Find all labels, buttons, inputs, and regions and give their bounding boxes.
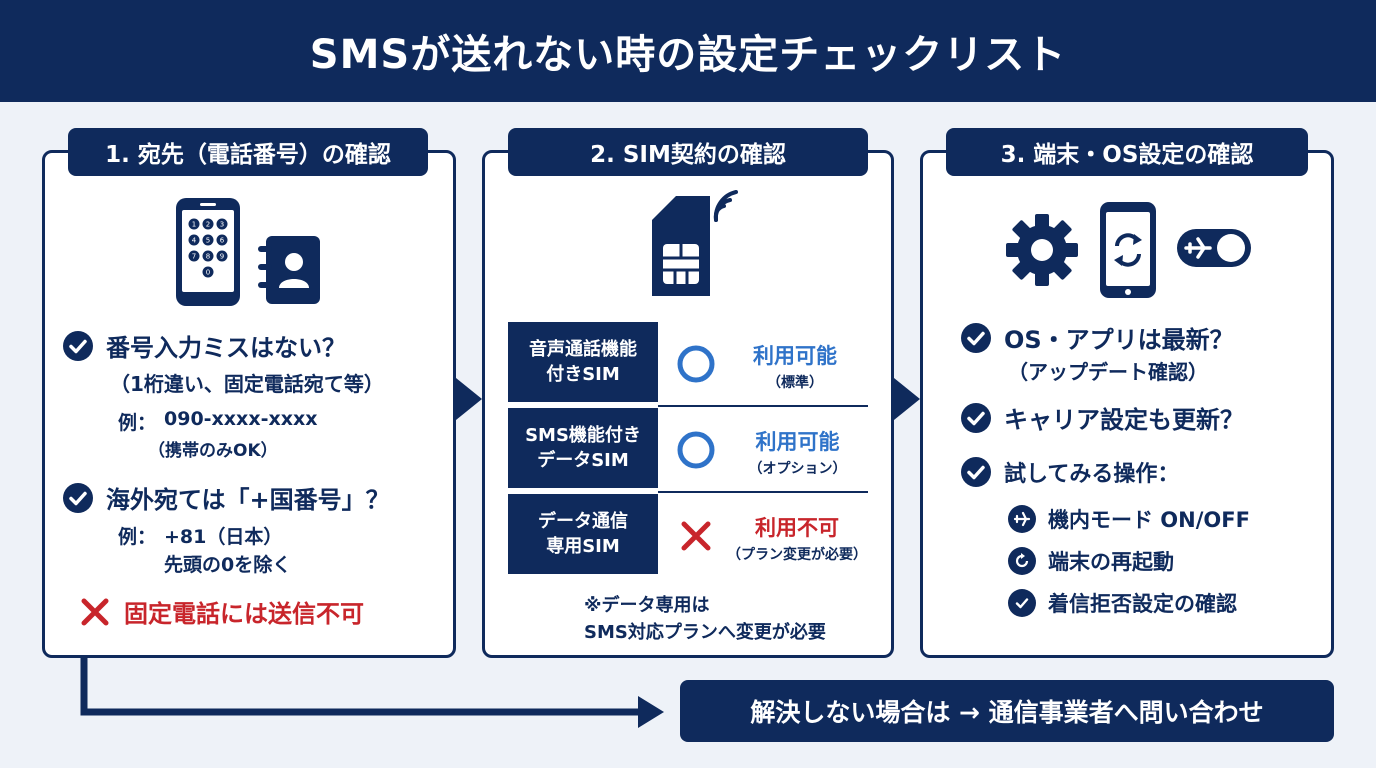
keypad-digit: 6 [220,237,225,245]
example2-value: +81（日本） [164,526,283,548]
keypad-key [188,218,200,230]
check-icon [1008,589,1036,617]
restart-icon [1008,547,1036,575]
sim-type-voice: 音声通話機能付きSIM [508,322,658,402]
sim-voice-status: 利用可能 （標準） [753,344,837,391]
arrow-right-icon [638,696,664,728]
example2-note: 先頭の0を除く [164,554,292,576]
keypad-digit: 0 [206,269,210,277]
check-try-actions-label: 試してみる操作： [1004,462,1180,487]
page-title: SMSが送れない時の設定チェックリスト [309,32,1067,78]
keypad-digit: 7 [192,253,196,261]
landline-warning-label: 固定電話には送信不可 [124,600,364,628]
check-number-typo-detail: （1桁違い、固定電話宛て等） [110,372,384,396]
keypad-digit: 3 [220,221,224,229]
check-circle-icon [63,330,93,361]
panel-destination-title: 1. 宛先（電話番号）の確認 [68,128,428,176]
check-os-update-detail: （アップデート確認） [1008,360,1208,384]
keypad-digit: 8 [206,253,210,261]
keypad-digit: 4 [192,237,197,245]
action-airplane-mode: 機内モード ON/OFF [1008,504,1250,534]
airplane-icon [1008,505,1036,533]
cross-icon [81,598,109,625]
sim-footnote-line2: SMS対応プランへ変更が必要 [584,622,826,643]
sim-data-only-status: 利用不可 （プラン変更が必要） [727,516,867,563]
airplane-toggle-icon [1177,229,1251,267]
example1-note: （携帯のみOK） [148,441,278,461]
check-os-update-label: OS・アプリは最新？ [1004,326,1234,354]
sim-footnote-line1: ※データ専用は [584,595,710,616]
contact-book-icon [258,236,320,304]
keypad-key [216,250,228,262]
circle-ok-icon [677,345,715,383]
keypad-key [216,234,228,246]
check-circle-icon [961,322,991,353]
sim-sms-data-status: 利用可能 （オプション） [748,430,847,477]
keypad-key [188,234,200,246]
sim-type-sms-data: SMS機能付きデータSIM [508,408,658,488]
keypad-key [188,250,200,262]
flow-line [80,658,640,716]
check-number-typo-label: 番号入力ミスはない？ [106,334,346,362]
keypad-digit: 2 [206,221,210,229]
check-circle-icon [63,482,93,513]
keypad-digit: 5 [206,237,210,245]
arrow-right-icon [894,378,920,420]
keypad-digit: 9 [220,253,224,261]
check-os-update: OS・アプリは最新？ [960,320,1234,355]
keypad-key [216,218,228,230]
title-banner: SMSが送れない時の設定チェックリスト [0,0,1376,102]
example1-label: 例： [118,412,157,434]
panel-device-os-title: 3. 端末・OS設定の確認 [946,128,1308,176]
panel-sim-contract-title: 2. SIM契約の確認 [508,128,868,176]
panel-destination [42,150,456,658]
check-carrier-settings-label: キャリア設定も更新？ [1004,406,1244,434]
sim-type-data-only: データ通信専用SIM [508,494,658,574]
keypad-key [202,250,214,262]
keypad-digit: 1 [192,221,196,229]
check-number-typo: 番号入力ミスはない？ [62,328,346,363]
check-carrier-settings: キャリア設定も更新？ [960,400,1244,435]
keypad-key [202,266,214,278]
check-circle-icon [961,402,991,433]
landline-warning: 固定電話には送信不可 [80,594,364,629]
example2-label: 例： [118,526,157,548]
footer-contact-text: 解決しない場合は → 通信事業者へ問い合わせ [750,698,1264,727]
circle-ok-icon [677,431,715,469]
example1-value: 090-xxxx-xxxx [164,408,318,430]
check-circle-icon [961,457,991,487]
gear-icon [1006,214,1078,286]
sim-card-icon [652,190,738,296]
check-intl-prefix: 海外宛ては「+国番号」？ [62,480,390,515]
phone-update-icon [1100,202,1156,298]
action-restart-device: 端末の再起動 [1008,546,1174,576]
footer-contact-box: 解決しない場合は → 通信事業者へ問い合わせ [680,680,1334,742]
action-block-settings: 着信拒否設定の確認 [1008,588,1237,618]
phone-keypad-icon: 1 2 3 4 5 6 7 8 9 0 [176,198,240,306]
check-intl-prefix-label: 海外宛ては「+国番号」？ [106,486,390,514]
check-try-actions: 試してみる操作： [960,456,1179,488]
keypad-key [202,218,214,230]
cross-icon [681,521,711,551]
arrow-right-icon [456,378,482,420]
keypad-key [202,234,214,246]
